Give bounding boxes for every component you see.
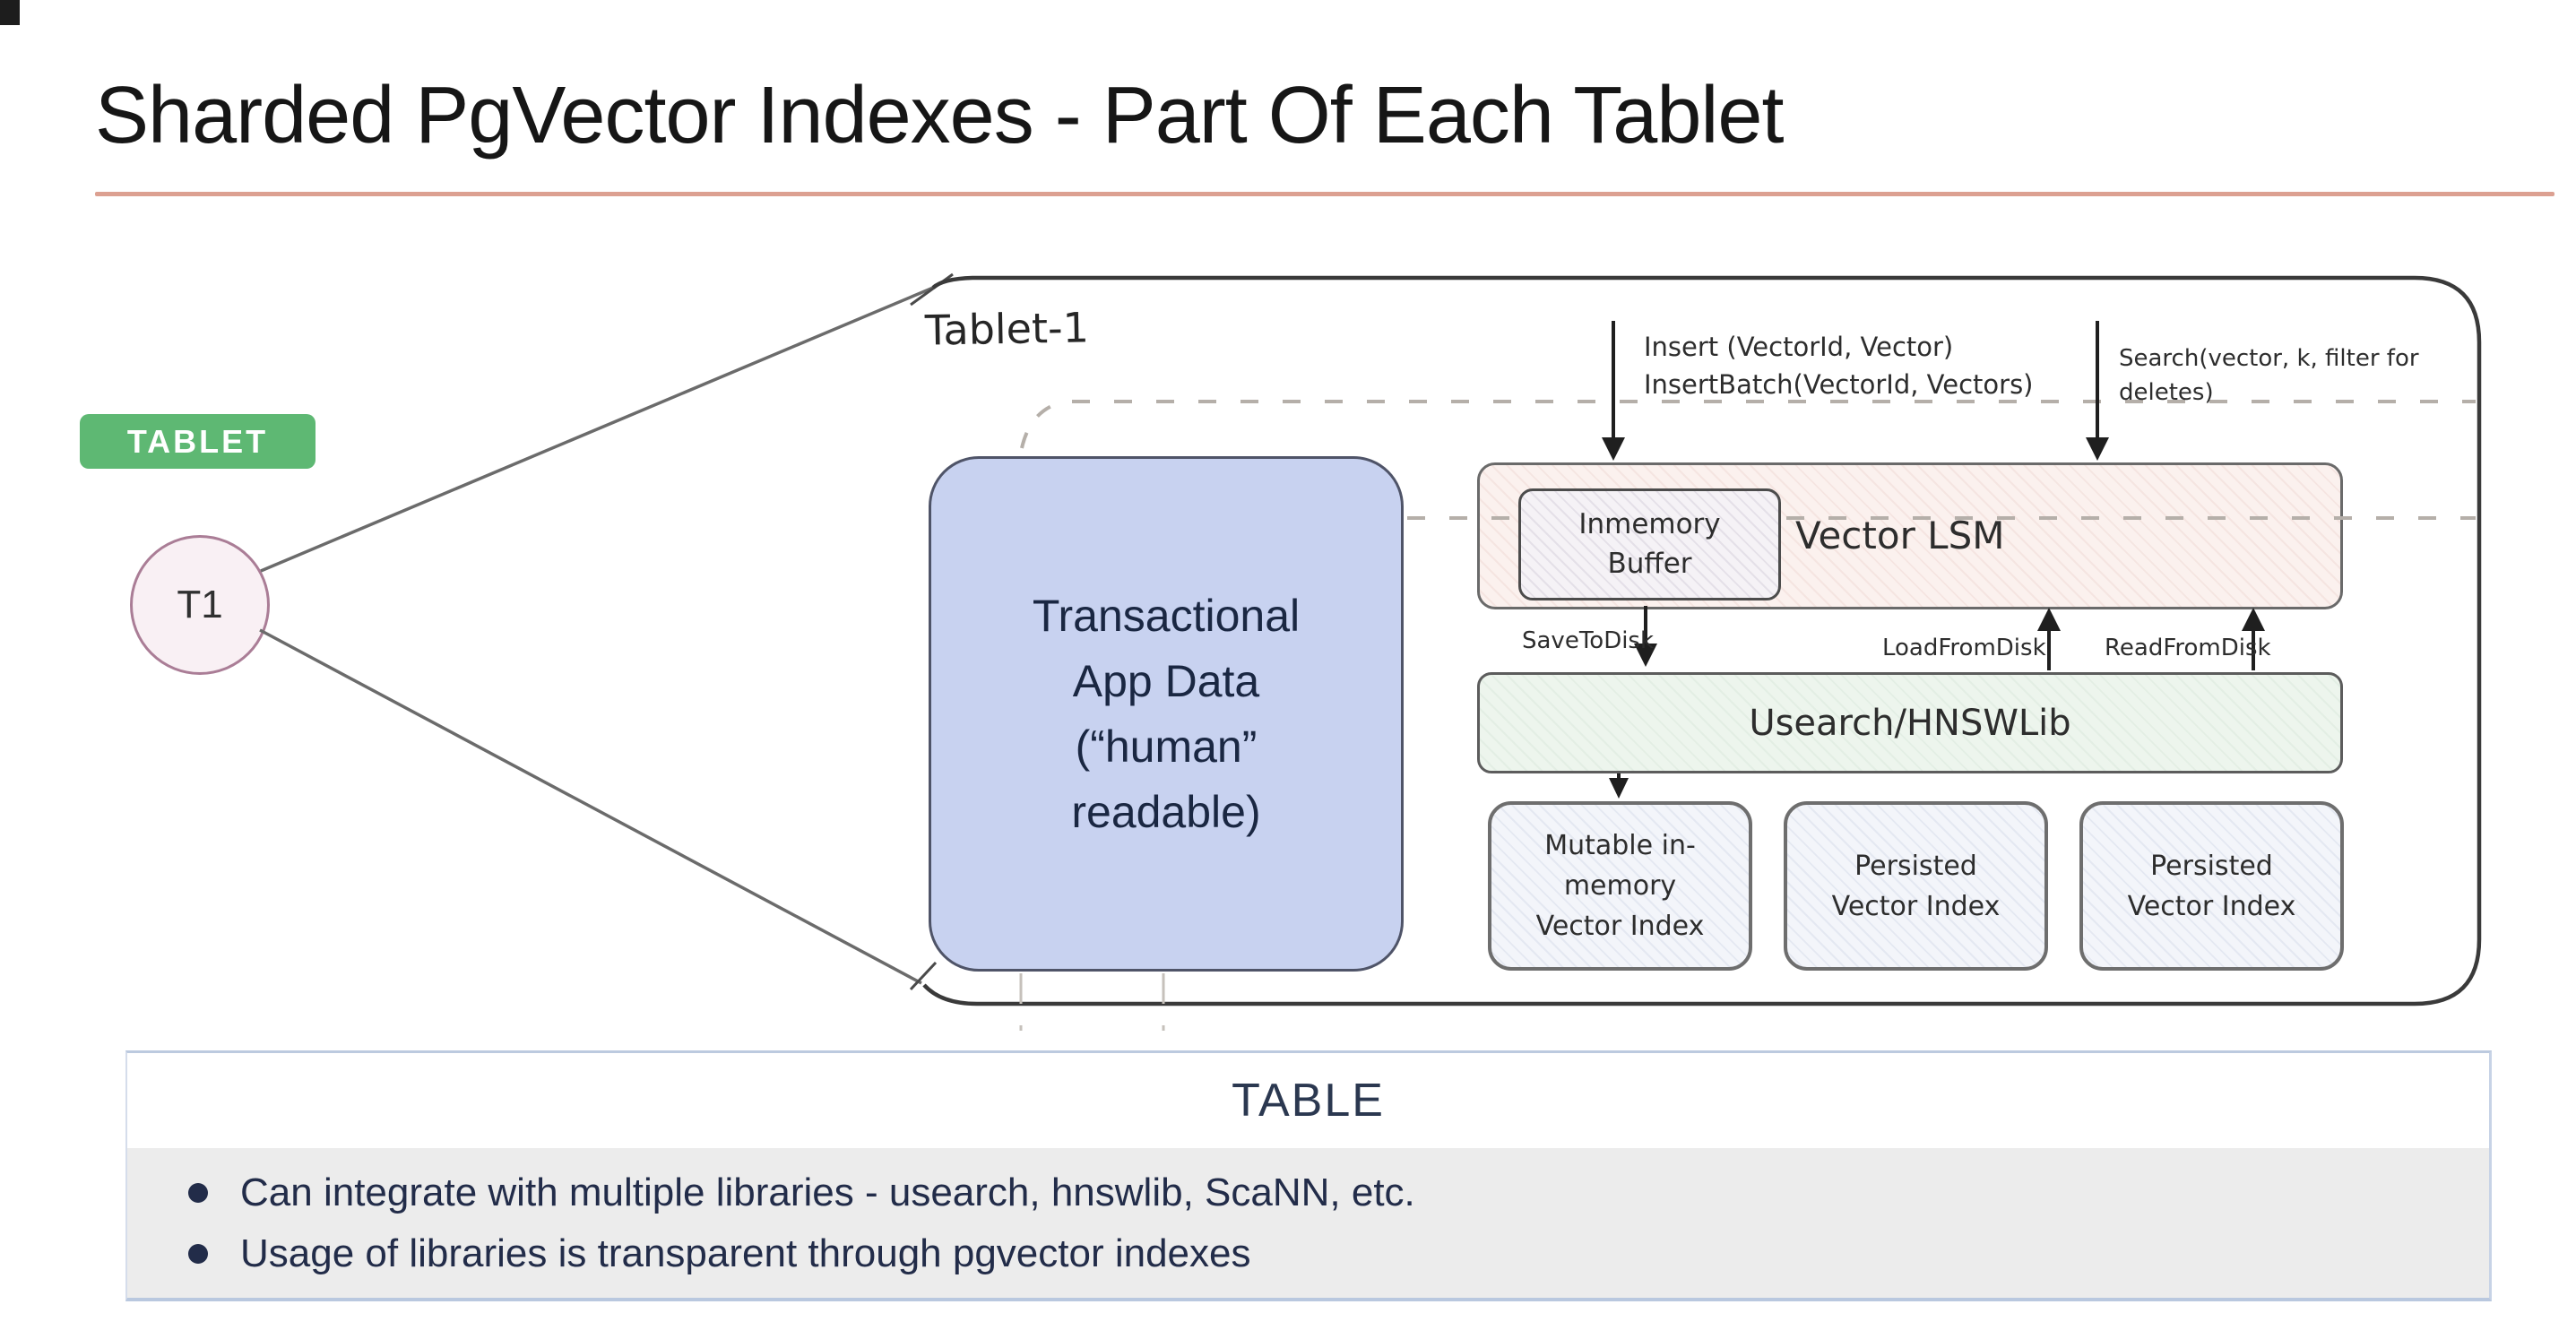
corner-overshoot-top: [910, 272, 954, 307]
search-arrowhead-icon: [2086, 437, 2109, 461]
read-arrowhead-icon: [2242, 608, 2265, 631]
inmemory-buffer-box: Inmemory Buffer: [1518, 488, 1781, 600]
bullet-text: Usage of libraries is transparent throug…: [240, 1231, 1251, 1275]
table-panel: TABLE Can integrate with multiple librar…: [125, 1050, 2492, 1301]
fan-line-top: [260, 286, 934, 573]
load-arrowhead-icon: [2037, 608, 2061, 631]
persisted-index-box-1: Persisted Vector Index: [1784, 801, 2048, 971]
bullet-icon: [188, 1243, 208, 1264]
list-item: Can integrate with multiple libraries - …: [188, 1171, 2489, 1215]
save-to-disk-label: SaveToDisk: [1522, 627, 1655, 654]
insert-arrowhead-icon: [1602, 437, 1625, 461]
title-underline: [95, 192, 2554, 196]
load-from-disk-label: LoadFromDisk: [1882, 635, 2046, 661]
insert-call-label: Insert (VectorId, Vector) InsertBatch(Ve…: [1644, 332, 2034, 401]
app-data-label: Transactional App Data (“human” readable…: [1032, 590, 1301, 837]
tablet-badge: TABLET: [80, 414, 316, 469]
tablet-node-t1: T1: [130, 535, 270, 675]
table-panel-title: TABLE: [1232, 1075, 1385, 1127]
mutable-index-box: Mutable in- memory Vector Index: [1488, 801, 1752, 971]
search-call-label: Search(vector, k, filter for deletes): [2119, 345, 2419, 406]
list-item: Usage of libraries is transparent throug…: [188, 1231, 2489, 1276]
fan-line-bottom: [259, 628, 922, 985]
corner-artifact: [0, 0, 20, 25]
page-title: Sharded PgVector Indexes - Part Of Each …: [95, 71, 1784, 160]
read-from-disk-label: ReadFromDisk: [2105, 635, 2271, 661]
bullet-text: Can integrate with multiple libraries - …: [240, 1170, 1415, 1214]
corner-overshoot-bottom: [909, 961, 938, 991]
tablet-name-label: Tablet-1: [924, 303, 1090, 355]
library-arrowhead-icon: [1609, 778, 1629, 799]
app-data-box: Transactional App Data (“human” readable…: [929, 456, 1404, 972]
dashed-hook: [1020, 400, 1066, 449]
vector-lsm-label: Vector LSM: [1795, 514, 2005, 557]
table-panel-body: Can integrate with multiple libraries - …: [127, 1148, 2489, 1298]
bullet-icon: [188, 1182, 208, 1203]
library-box: Usearch/HNSWLib: [1477, 672, 2343, 773]
vector-lsm-box: Inmemory Buffer Vector LSM: [1477, 462, 2343, 609]
persisted-index-box-2: Persisted Vector Index: [2079, 801, 2344, 971]
